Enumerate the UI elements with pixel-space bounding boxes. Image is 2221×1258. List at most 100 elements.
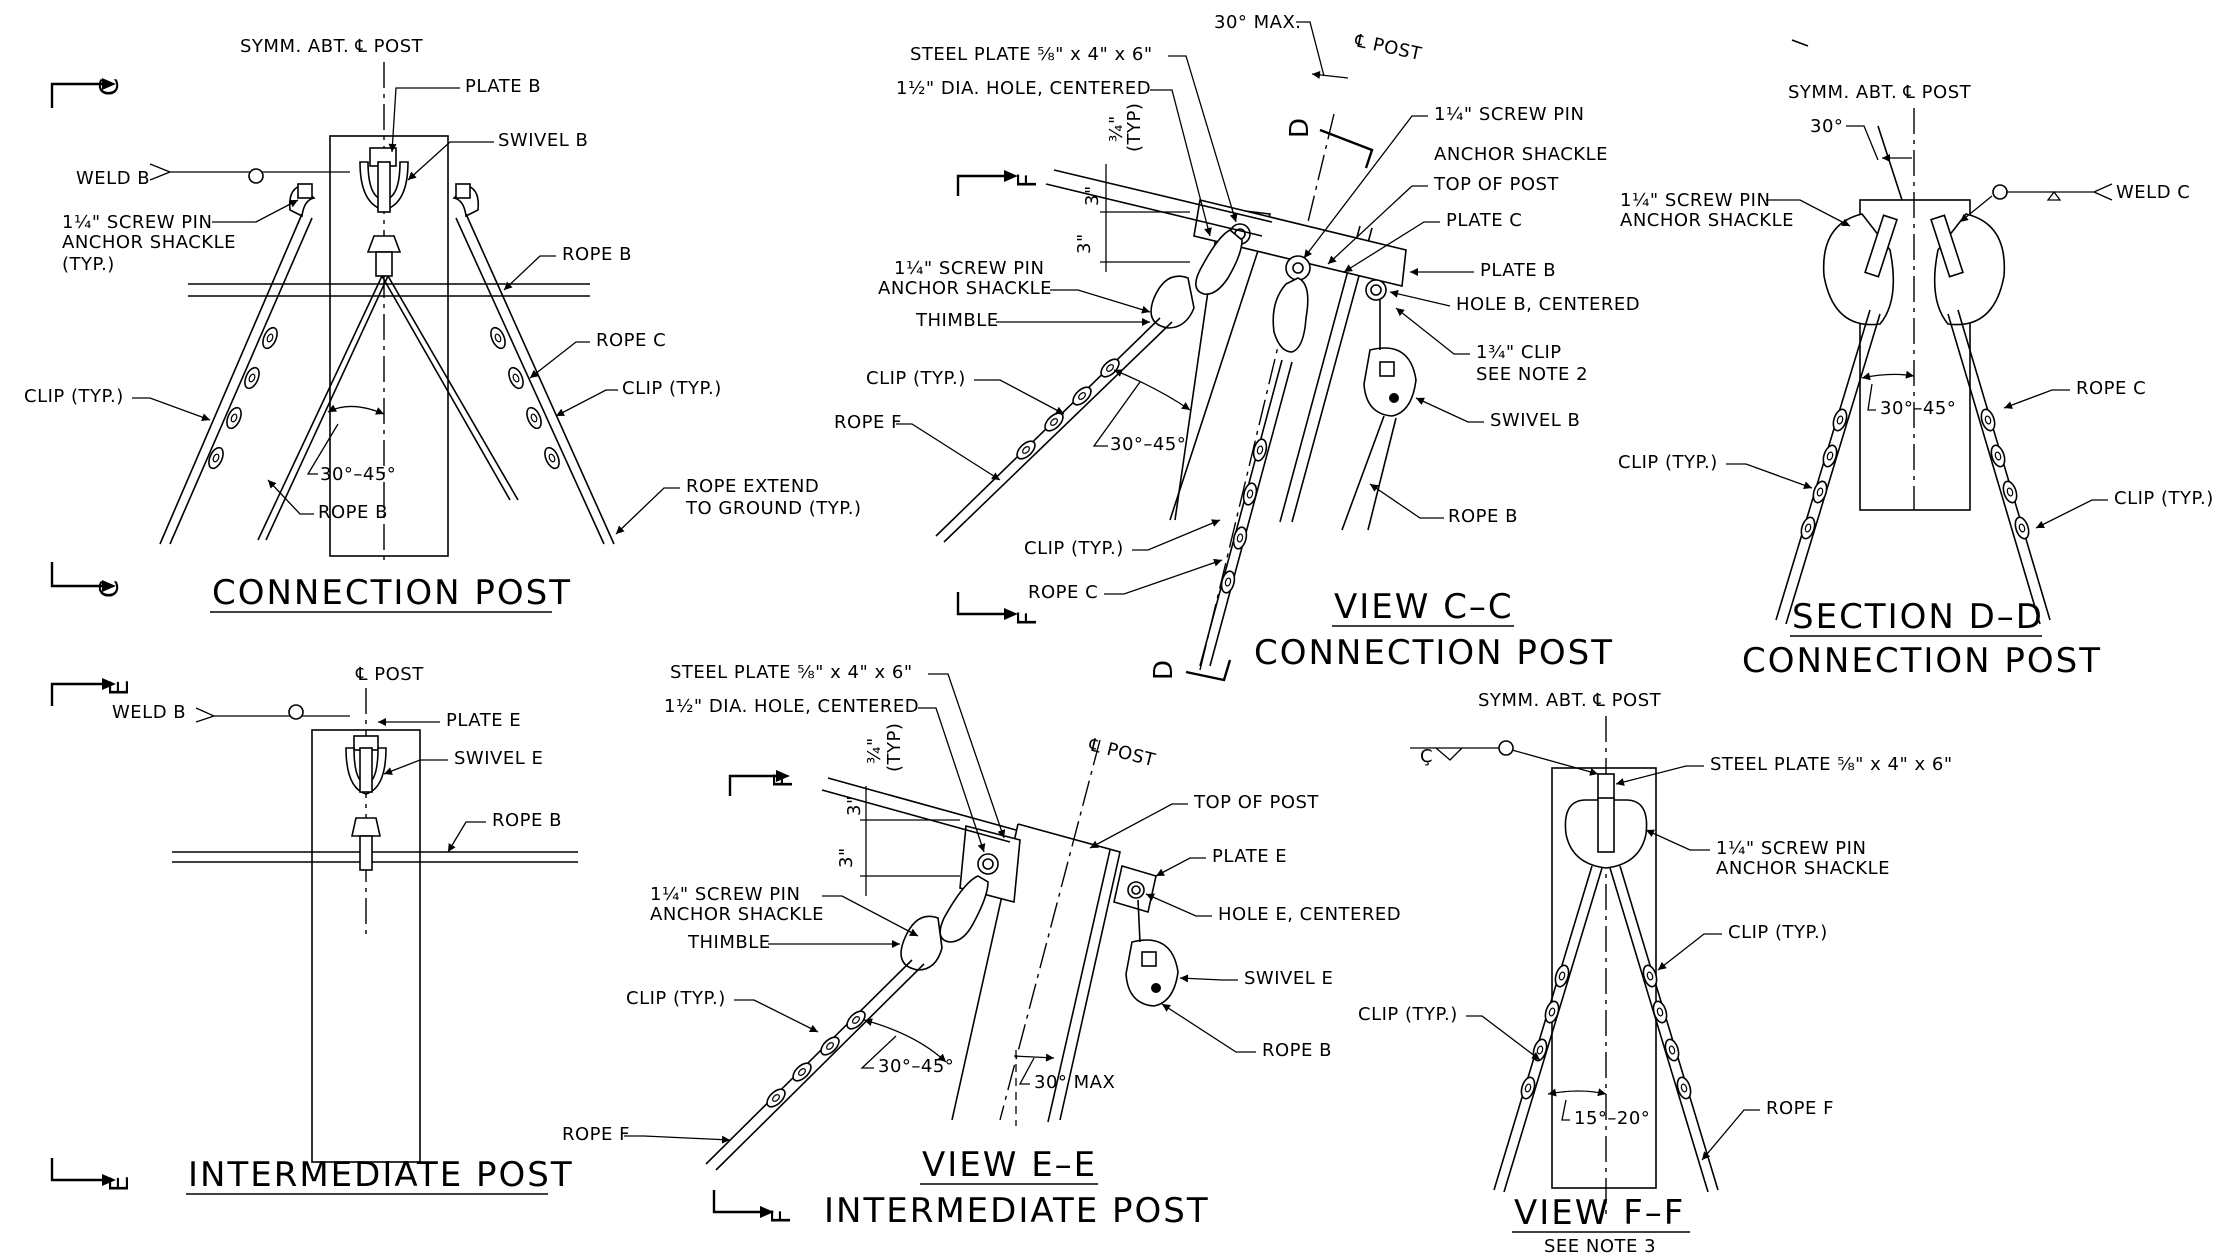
section-marker-e-bottom: E: [50, 1158, 135, 1192]
label-rope-c: ROPE C: [2076, 378, 2146, 399]
section-marker-f-top: F: [956, 170, 1043, 196]
label-shackle-right-2: ANCHOR SHACKLE: [1434, 144, 1608, 165]
clips-right: [1640, 962, 1694, 1102]
title-view-e-e: VIEW E–E: [922, 1145, 1097, 1185]
label-symm: SYMM. ABT. ℄ POST: [1788, 82, 1972, 103]
label-clip-134: 1¾" CLIP: [1476, 342, 1562, 363]
label-rope-b-bottom: ROPE B: [318, 502, 388, 523]
thimble: [900, 915, 943, 971]
label-shackle-line2: ANCHOR SHACKLE: [62, 232, 236, 253]
section-marker-c-bottom: C: [50, 562, 125, 598]
label-shackle-2: ANCHOR SHACKLE: [650, 904, 824, 925]
title-connection-post: CONNECTION POST: [212, 573, 572, 613]
svg-text:C: C: [95, 78, 125, 96]
label-dim-3b: 3": [836, 847, 857, 868]
label-shackle-right-1: 1¼" SCREW PIN: [1434, 104, 1584, 125]
label-symm: SYMM. ABT. ℄ POST: [1478, 690, 1662, 711]
section-marker-d-bottom: D: [1149, 659, 1232, 682]
label-rope-c: ROPE C: [596, 330, 666, 351]
thimble: [1150, 275, 1195, 329]
label-symm: SYMM. ABT. ℄ POST: [240, 36, 424, 57]
section-marker-f-bottom: F: [956, 592, 1043, 626]
label-rope-b: ROPE B: [1262, 1040, 1332, 1061]
label-clip-right: CLIP (TYP.): [622, 378, 722, 399]
svg-text:E: E: [105, 1176, 135, 1192]
label-plate-b: PLATE B: [465, 76, 541, 97]
panel-intermediate-post: E E ℄ POST WELD B PLATE E SWIVEL E ROPE …: [50, 664, 578, 1195]
label-shackle-line3: (TYP.): [62, 254, 115, 275]
swivel-e: [1125, 939, 1179, 1007]
label-steel-plate: STEEL PLATE ⅝" x 4" x 6": [670, 662, 913, 683]
label-rope-b: ROPE B: [492, 810, 562, 831]
clips-right: [1978, 406, 2032, 542]
label-rope-f: ROPE F: [834, 412, 902, 433]
section-marker-f-top: F: [728, 770, 799, 796]
panel-section-d-d: SYMM. ABT. ℄ POST 30° 30°–45° WELD C 1¼"…: [1618, 39, 2214, 681]
label-clip-typ: CLIP (TYP.): [626, 988, 726, 1009]
svg-text:F: F: [1013, 611, 1043, 626]
label-angle: 30°–45°: [320, 464, 396, 485]
label-plate-e: PLATE E: [1212, 846, 1287, 867]
label-shackle-line1: 1¼" SCREW PIN: [62, 212, 212, 233]
label-rope-extend-2: TO GROUND (TYP.): [685, 498, 862, 519]
label-rope-extend-1: ROPE EXTEND: [686, 476, 819, 497]
svg-text:F: F: [767, 1209, 797, 1224]
post-centerline: [1199, 113, 1335, 671]
label-dim-34: ¾": [1106, 115, 1127, 142]
label-clip-right: CLIP (TYP.): [2114, 488, 2214, 509]
label-clip-typ-2: CLIP (TYP.): [1024, 538, 1124, 559]
label-30-max: 30° MAX.: [1214, 12, 1302, 33]
label-swivel-b: SWIVEL B: [498, 130, 588, 151]
title-view-c-c: VIEW C–C: [1334, 587, 1514, 627]
label-shackle-left-1: 1¼" SCREW PIN: [894, 258, 1044, 279]
swivel-b: [359, 161, 409, 211]
label-dim-3a: 3": [1082, 185, 1103, 206]
label-hole: 1½" DIA. HOLE, CENTERED: [896, 78, 1151, 99]
label-dim-typ: (TYP): [1124, 103, 1145, 152]
label-angle: 30°–45°: [1880, 398, 1956, 419]
label-shackle-1: 1¼" SCREW PIN: [650, 884, 800, 905]
label-plate-b: PLATE B: [1480, 260, 1556, 281]
label-rope-b: ROPE B: [1448, 506, 1518, 527]
label-see-note-3: SEE NOTE 3: [1544, 1236, 1656, 1257]
label-weld-b: WELD B: [76, 168, 150, 189]
label-swivel-e: SWIVEL E: [454, 748, 543, 769]
svg-text:C: C: [95, 580, 125, 598]
swivel-b: [1363, 347, 1417, 417]
section-marker-e-top: E: [50, 678, 135, 706]
svg-text:D: D: [1149, 660, 1179, 680]
label-see-note-2: SEE NOTE 2: [1476, 364, 1588, 385]
clips-left: [1518, 962, 1572, 1102]
label-hole-e: HOLE E, CENTERED: [1218, 904, 1401, 925]
label-cl-post: ℄ POST: [355, 664, 424, 685]
label-cl-post: ℄ POST: [1352, 30, 1424, 65]
panel-view-c-c: F F D D: [834, 12, 1640, 682]
label-steel-plate: STEEL PLATE ⅝" x 4" x 6": [910, 44, 1153, 65]
label-clip-left: CLIP (TYP.): [1618, 452, 1718, 473]
title-intermediate-post: INTERMEDIATE POST: [188, 1155, 574, 1195]
label-30-max: 30° MAX: [1034, 1072, 1115, 1093]
subtitle-connection-post: CONNECTION POST: [1742, 641, 2102, 681]
left-shackle: [1195, 229, 1243, 295]
clip-group-left: [205, 324, 281, 472]
label-thimble: THIMBLE: [687, 932, 771, 953]
label-top-of-post: TOP OF POST: [1193, 792, 1319, 813]
label-shackle-left-2: ANCHOR SHACKLE: [878, 278, 1052, 299]
label-hole: 1½" DIA. HOLE, CENTERED: [664, 696, 919, 717]
post-centerline: [999, 739, 1101, 1121]
svg-text:F: F: [769, 773, 799, 788]
panel-view-f-f: SYMM. ABT. ℄ POST Ç 15°–20° STEEL PLATE …: [1358, 690, 1952, 1257]
label-clip-typ: CLIP (TYP.): [866, 368, 966, 389]
label-top-of-post: TOP OF POST: [1433, 174, 1559, 195]
subtitle-connection-post: CONNECTION POST: [1254, 633, 1614, 673]
label-hole-b: HOLE B, CENTERED: [1456, 294, 1640, 315]
title-view-f-f: VIEW F–F: [1514, 1193, 1685, 1233]
label-shackle-1: 1¼" SCREW PIN: [1716, 838, 1866, 859]
clips-rope-f: [763, 1007, 869, 1111]
label-30-deg: 30°: [1810, 116, 1843, 137]
svg-text:E: E: [105, 680, 135, 696]
label-rope-f: ROPE F: [1766, 1098, 1834, 1119]
label-dim-3a: 3": [844, 795, 865, 816]
subtitle-intermediate-post: INTERMEDIATE POST: [824, 1191, 1210, 1231]
label-clip-left: CLIP (TYP.): [24, 386, 124, 407]
